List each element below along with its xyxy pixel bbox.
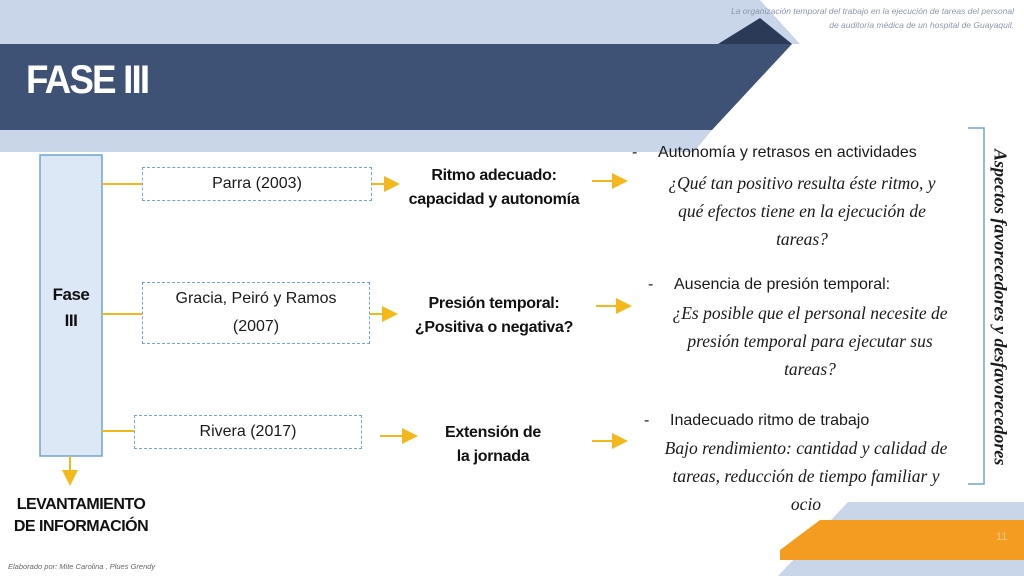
- presentation-subtitle: La organización temporal del trabajo en …: [714, 4, 1014, 32]
- aspect-2-q-line-2: presión temporal para ejecutar sus: [687, 331, 933, 351]
- author-credit: Elaborado por: Mite Carolina , Plues Gre…: [8, 562, 156, 571]
- author-1-line-1: Parra (2003): [212, 175, 302, 192]
- concept-1-line-2: capacidad y autonomía: [408, 191, 580, 208]
- page-title: FASE III: [26, 58, 150, 102]
- right-bracket: [968, 127, 985, 485]
- aspect-3-heading-text: Inadecuado ritmo de trabajo: [670, 412, 870, 429]
- aspect-1-heading-text: Autonomía y retrasos en actividades: [658, 144, 917, 161]
- aspect-3-q-line-1: Bajo rendimiento: cantidad y calidad de: [664, 438, 948, 458]
- aspect-3-q-line-3: ocio: [790, 494, 822, 514]
- vertical-aspects-text: Aspectos favorecedores y desfavorecedore…: [990, 148, 1011, 466]
- aspect-2-q-line-1: ¿Es posible que el personal necesite de: [672, 303, 948, 323]
- author-3-line-1: Rivera (2017): [199, 423, 297, 440]
- header-navy-bar: [0, 44, 792, 130]
- aspect-1-heading: - Autonomía y retrasos en actividades: [632, 144, 917, 162]
- author-box-rivera: Rivera (2017): [134, 415, 362, 449]
- aspect-1-dash: -: [632, 144, 638, 161]
- aspect-1-q-line-1: ¿Qué tan positivo resulta éste ritmo, y: [668, 173, 936, 193]
- concept-3-line-1: Extensión de: [445, 424, 541, 441]
- aspect-2-heading-text: Ausencia de presión temporal:: [674, 276, 891, 293]
- author-2-line-1: Gracia, Peiró y Ramos: [175, 290, 337, 307]
- phase-label-line-2: III: [64, 311, 78, 330]
- aspect-1-q-line-3: tareas?: [776, 229, 828, 249]
- author-box-parra: Parra (2003): [142, 167, 372, 201]
- concept-1-line-1: Ritmo adecuado:: [431, 167, 557, 184]
- concept-presion: Presión temporal: ¿Positiva o negativa?: [396, 292, 592, 340]
- aspect-2-heading: - Ausencia de presión temporal:: [648, 276, 890, 294]
- aspect-2-dash: -: [648, 276, 654, 293]
- levantamiento-label: LEVANTAMIENTO DE INFORMACIÓN: [6, 494, 156, 538]
- aspect-2-q-line-3: tareas?: [784, 359, 836, 379]
- concept-2-line-2: ¿Positiva o negativa?: [414, 319, 574, 336]
- footer-orange-band: [780, 520, 1024, 560]
- levantamiento-line-2: DE INFORMACIÓN: [13, 518, 149, 535]
- phase-label-line-1: Fase: [52, 285, 90, 304]
- aspect-3-question: Bajo rendimiento: cantidad y calidad de …: [636, 434, 976, 518]
- aspect-3-dash: -: [644, 412, 650, 429]
- subtitle-line-1: La organización temporal del trabajo en …: [730, 6, 1014, 16]
- author-2-line-2: (2007): [232, 318, 280, 335]
- author-box-gracia: Gracia, Peiró y Ramos (2007): [142, 282, 370, 344]
- concept-extension: Extensión de la jornada: [414, 421, 572, 469]
- aspect-3-q-line-2: tareas, reducción de tiempo familiar y: [672, 466, 940, 486]
- concept-2-line-1: Presión temporal:: [428, 295, 560, 312]
- aspect-2-question: ¿Es posible que el personal necesite de …: [640, 299, 980, 383]
- subtitle-line-2: de auditoría médica de un hospital de Gu…: [829, 20, 1014, 30]
- page-number: 11: [996, 531, 1008, 543]
- concept-ritmo: Ritmo adecuado: capacidad y autonomía: [396, 164, 592, 212]
- vertical-aspects-label: Aspectos favorecedores y desfavorecedore…: [980, 130, 1020, 484]
- aspect-1-q-line-2: qué efectos tiene en la ejecución de: [678, 201, 926, 221]
- aspect-1-question: ¿Qué tan positivo resulta éste ritmo, y …: [632, 169, 972, 253]
- header-dark-wedge: [718, 18, 792, 44]
- header-light-strip: [0, 130, 712, 152]
- phase-label: Fase III: [40, 282, 102, 334]
- header-light-band: [0, 0, 800, 44]
- levantamiento-line-1: LEVANTAMIENTO: [16, 496, 146, 513]
- aspect-3-heading: - Inadecuado ritmo de trabajo: [644, 412, 869, 430]
- phase-box: [39, 154, 103, 457]
- concept-3-line-2: la jornada: [456, 448, 530, 465]
